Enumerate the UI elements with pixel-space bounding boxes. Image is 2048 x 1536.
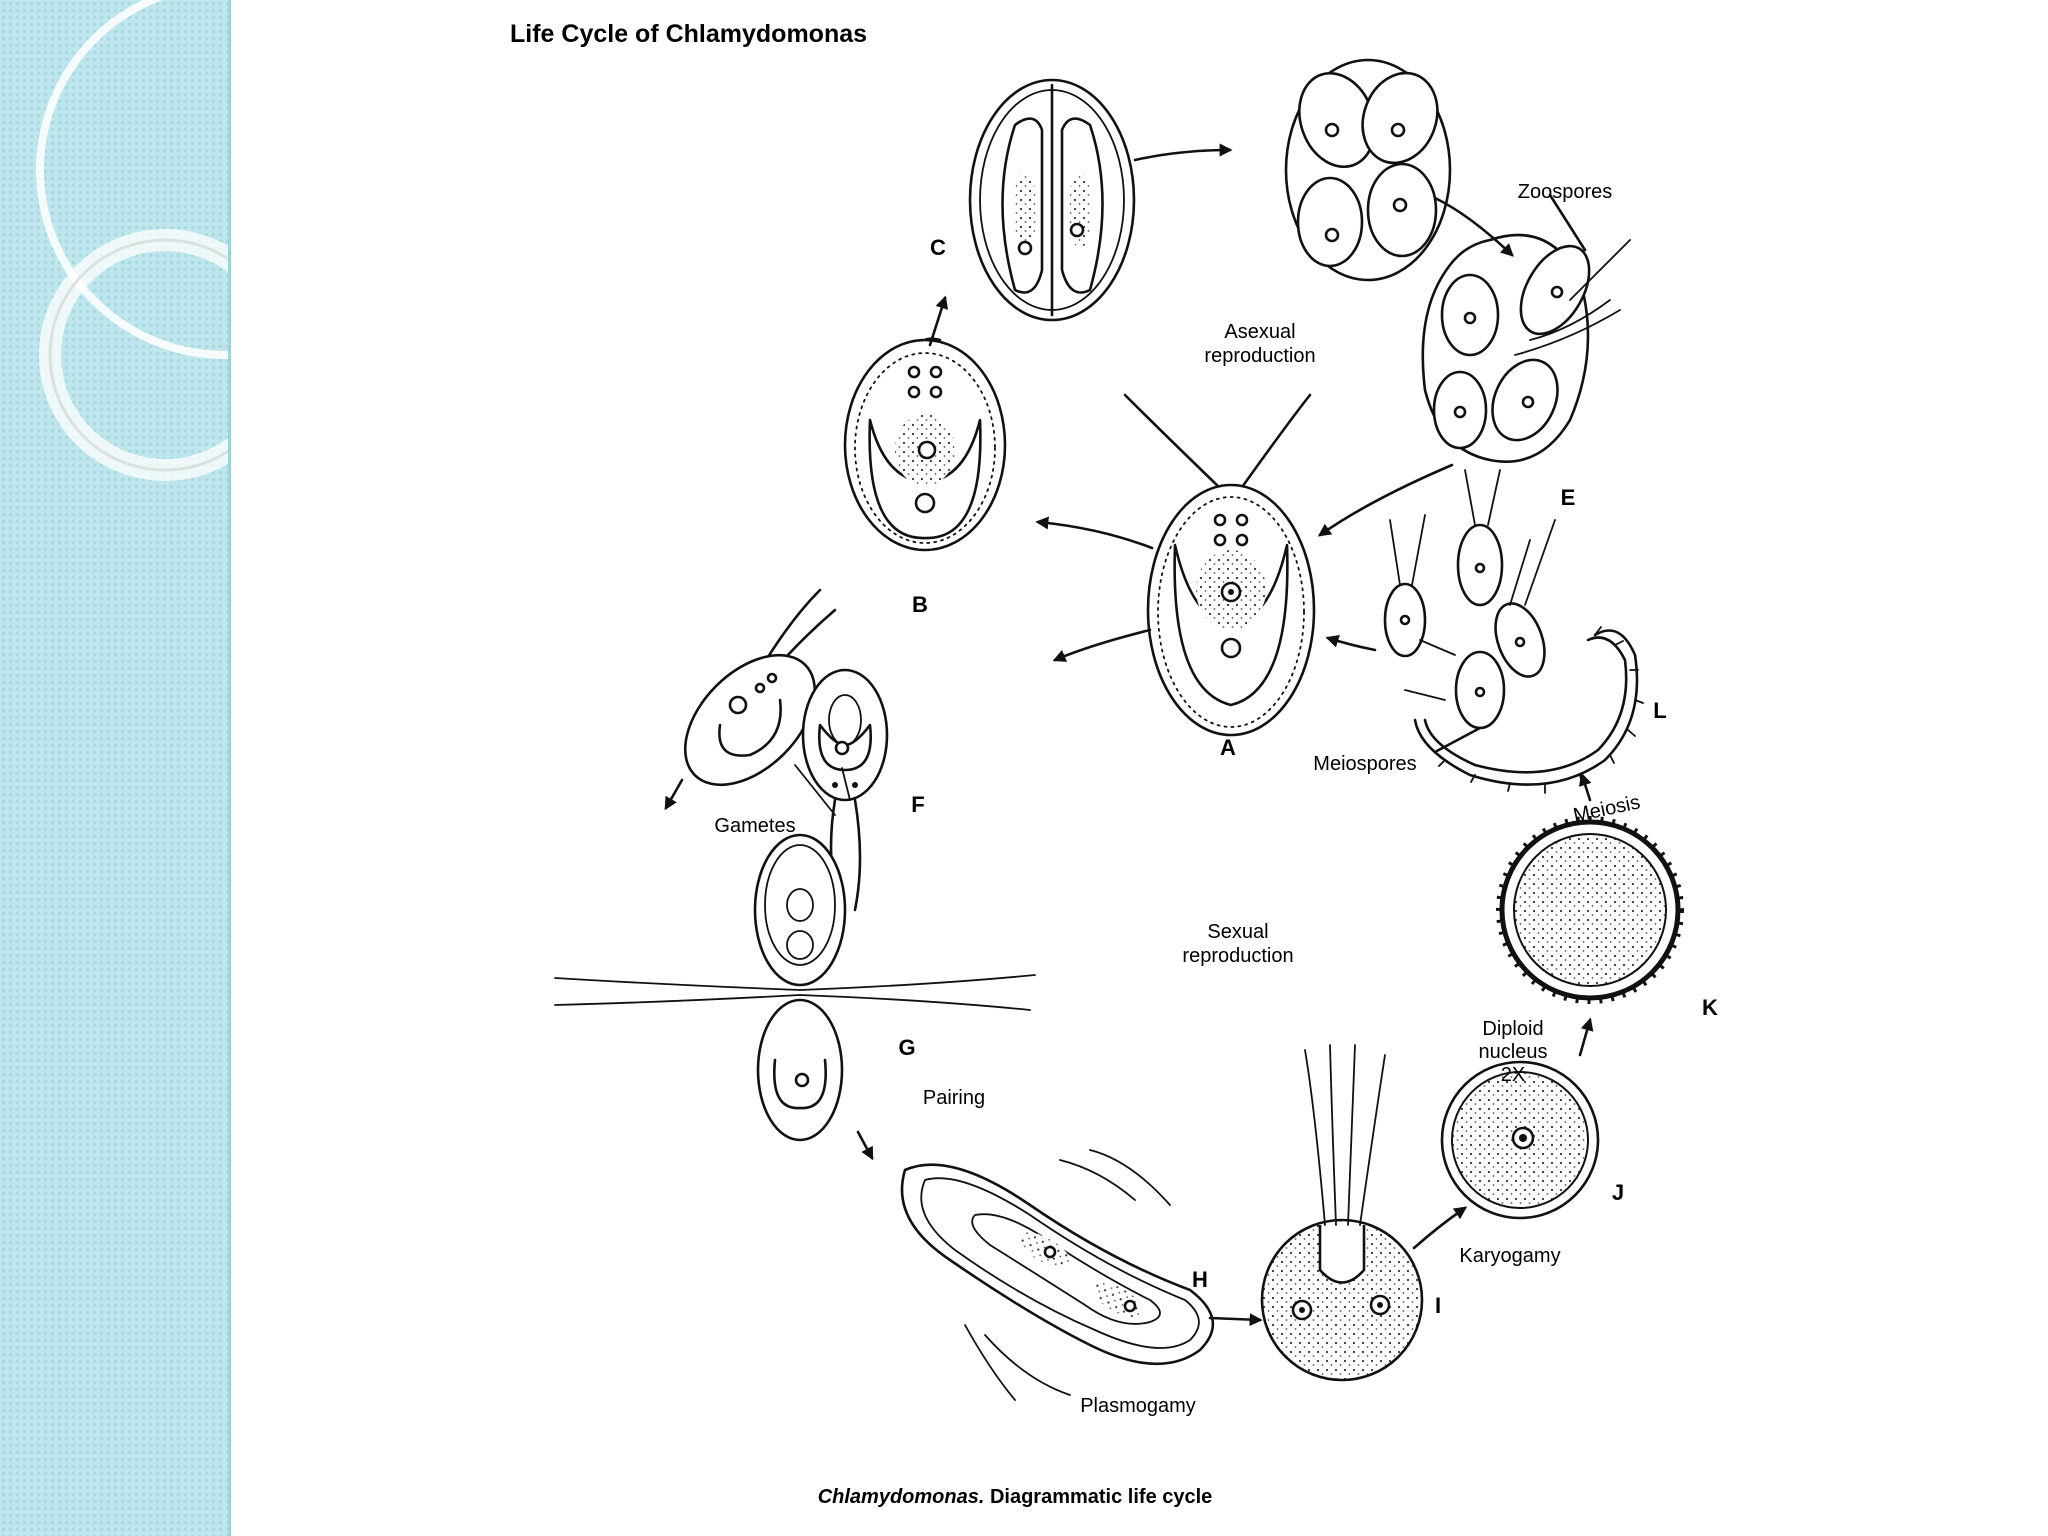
stage-e-letter: E	[1561, 485, 1576, 510]
karyogamy-label: Karyogamy	[1459, 1245, 1560, 1267]
stage-l-letter: L	[1653, 698, 1666, 723]
stage-f-letter: F	[911, 792, 924, 817]
ring-decoration	[36, 0, 228, 481]
stage-l-cyst	[1383, 469, 1644, 794]
stage-j-cell	[1440, 1060, 1600, 1220]
stage-b-letter: B	[912, 592, 928, 617]
diploid-label-line3: 2X	[1501, 1064, 1525, 1086]
diagram-caption: Chlamydomonas. Diagrammatic life cycle	[818, 1486, 1213, 1508]
stage-h-letter: H	[1192, 1267, 1208, 1292]
stage-j-letter: J	[1612, 1180, 1624, 1205]
stage-a-cell	[1123, 393, 1316, 737]
gametes-label: Gametes	[714, 815, 795, 837]
asexual-label-line2: reproduction	[1204, 345, 1315, 367]
sexual-label-line2: reproduction	[1182, 945, 1293, 967]
stage-i-letter: I	[1435, 1293, 1441, 1318]
stage-b-cell	[843, 337, 1007, 552]
diploid-label-line1: Diploid	[1482, 1018, 1543, 1040]
stage-i-zygote	[1260, 1044, 1424, 1382]
stage-d-cell	[1284, 58, 1452, 282]
stage-a-letter: A	[1220, 735, 1236, 760]
zoospores-label: Zoospores	[1518, 181, 1613, 203]
life-cycle-diagram: Life Cycle of Chlamydomonas A B	[510, 20, 1718, 1508]
stage-g-letter: G	[898, 1035, 915, 1060]
cycle-arrows	[664, 143, 1594, 1327]
pairing-label: Pairing	[923, 1087, 985, 1109]
stage-g-pairing	[554, 833, 1036, 1142]
stage-f-gametes	[683, 588, 889, 917]
stage-h-plasmogamy	[900, 1149, 1215, 1401]
stage-k-cyst	[1496, 816, 1684, 1004]
stage-c-cell	[968, 78, 1136, 322]
stage-c-letter: C	[930, 235, 946, 260]
stage-e-cell	[1421, 193, 1631, 463]
diagram-title: Life Cycle of Chlamydomonas	[510, 20, 867, 48]
stage-k-letter: K	[1702, 995, 1718, 1020]
asexual-label-line1: Asexual	[1224, 321, 1295, 343]
diploid-label-line2: nucleus	[1479, 1041, 1548, 1063]
meiospores-label: Meiospores	[1313, 753, 1416, 775]
plasmogamy-label: Plasmogamy	[1080, 1395, 1196, 1417]
decorative-sidebar	[0, 0, 231, 1536]
sexual-label-line1: Sexual	[1207, 921, 1268, 943]
